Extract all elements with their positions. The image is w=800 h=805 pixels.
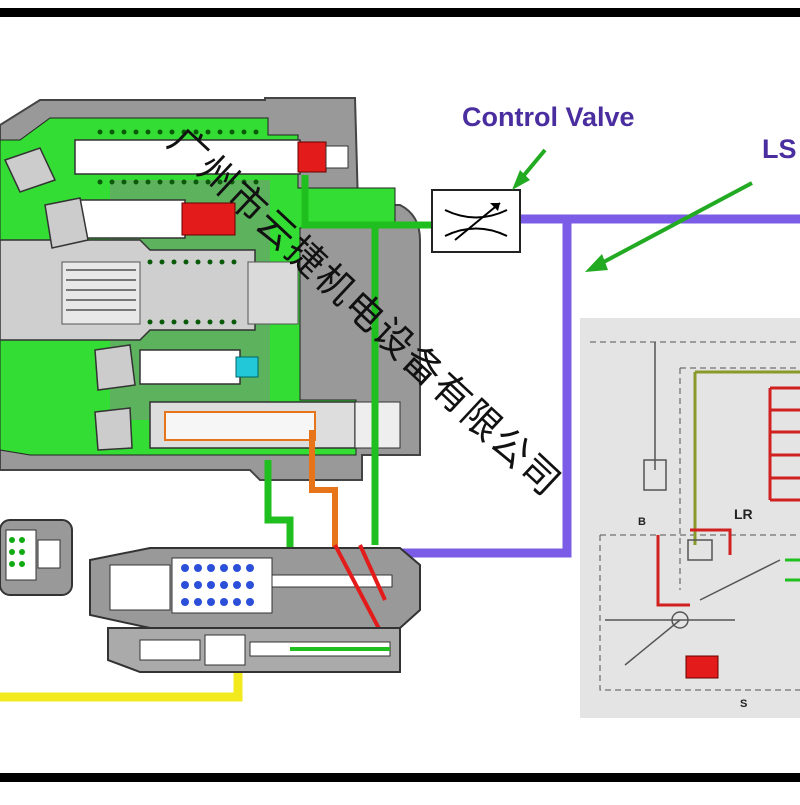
schematic-lr-label: LR [734,506,753,522]
bottom-frame-bar [0,773,800,782]
hydraulic-schematic [580,318,800,718]
ls-arrow [585,181,753,272]
left-valve-cutaway [0,519,73,596]
control-valve-arrow [512,148,547,190]
ls-signal-line [396,214,800,558]
top-frame-bar [0,8,800,17]
control-valve-label: Control Valve [462,102,635,132]
control-valve-symbol [431,189,521,253]
springs [97,129,259,325]
schematic-port-s-label: S [740,698,748,710]
compensator-valve-block [89,544,421,673]
schematic-port-b-label: B [638,516,646,528]
pistons [3,139,401,451]
ls-label: LS [762,134,797,164]
